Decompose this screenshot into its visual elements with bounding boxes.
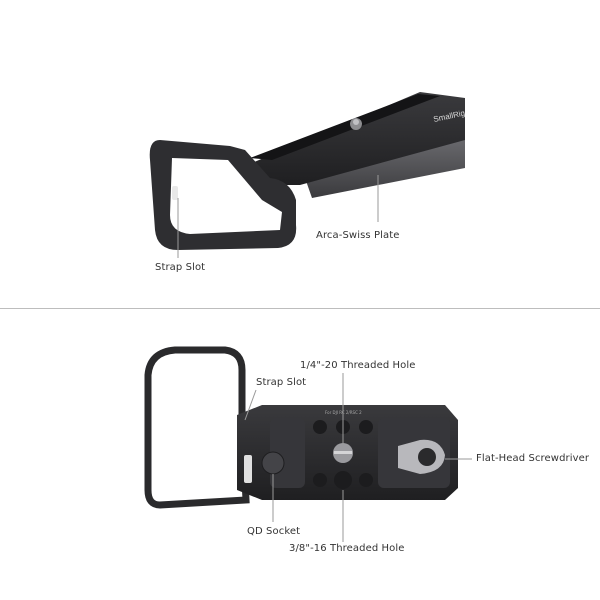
- callout-qd-socket: QD Socket: [247, 526, 301, 537]
- callout-flat-head-screwdriver: Flat-Head Screwdriver: [476, 453, 590, 464]
- callout-strap-slot-top: Strap Slot: [155, 262, 206, 273]
- callout-arca-swiss-plate: Arca-Swiss Plate: [316, 230, 400, 241]
- section-divider: [0, 308, 600, 309]
- l-bracket-top-view: SmallRig: [149, 92, 466, 250]
- callout-line: [244, 389, 257, 421]
- callout-strap-slot-bottom: Strap Slot: [256, 377, 307, 388]
- l-bracket-bottom-view: For DJI RC 2/RSC 2: [144, 346, 458, 509]
- grip-frame-outline: [144, 346, 250, 509]
- strap-slot-hole: [172, 186, 178, 200]
- qd-socket: [261, 451, 285, 475]
- callout-quarter-20-hole: 1/4"-20 Threaded Hole: [300, 360, 416, 371]
- plate-engraving: For DJI RC 2/RSC 2: [325, 410, 362, 415]
- plate-top-surface: [240, 92, 465, 185]
- arca-swiss-rail: [305, 138, 465, 198]
- callout-three-eighths-16-hole: 3/8"-16 Threaded Hole: [289, 543, 405, 554]
